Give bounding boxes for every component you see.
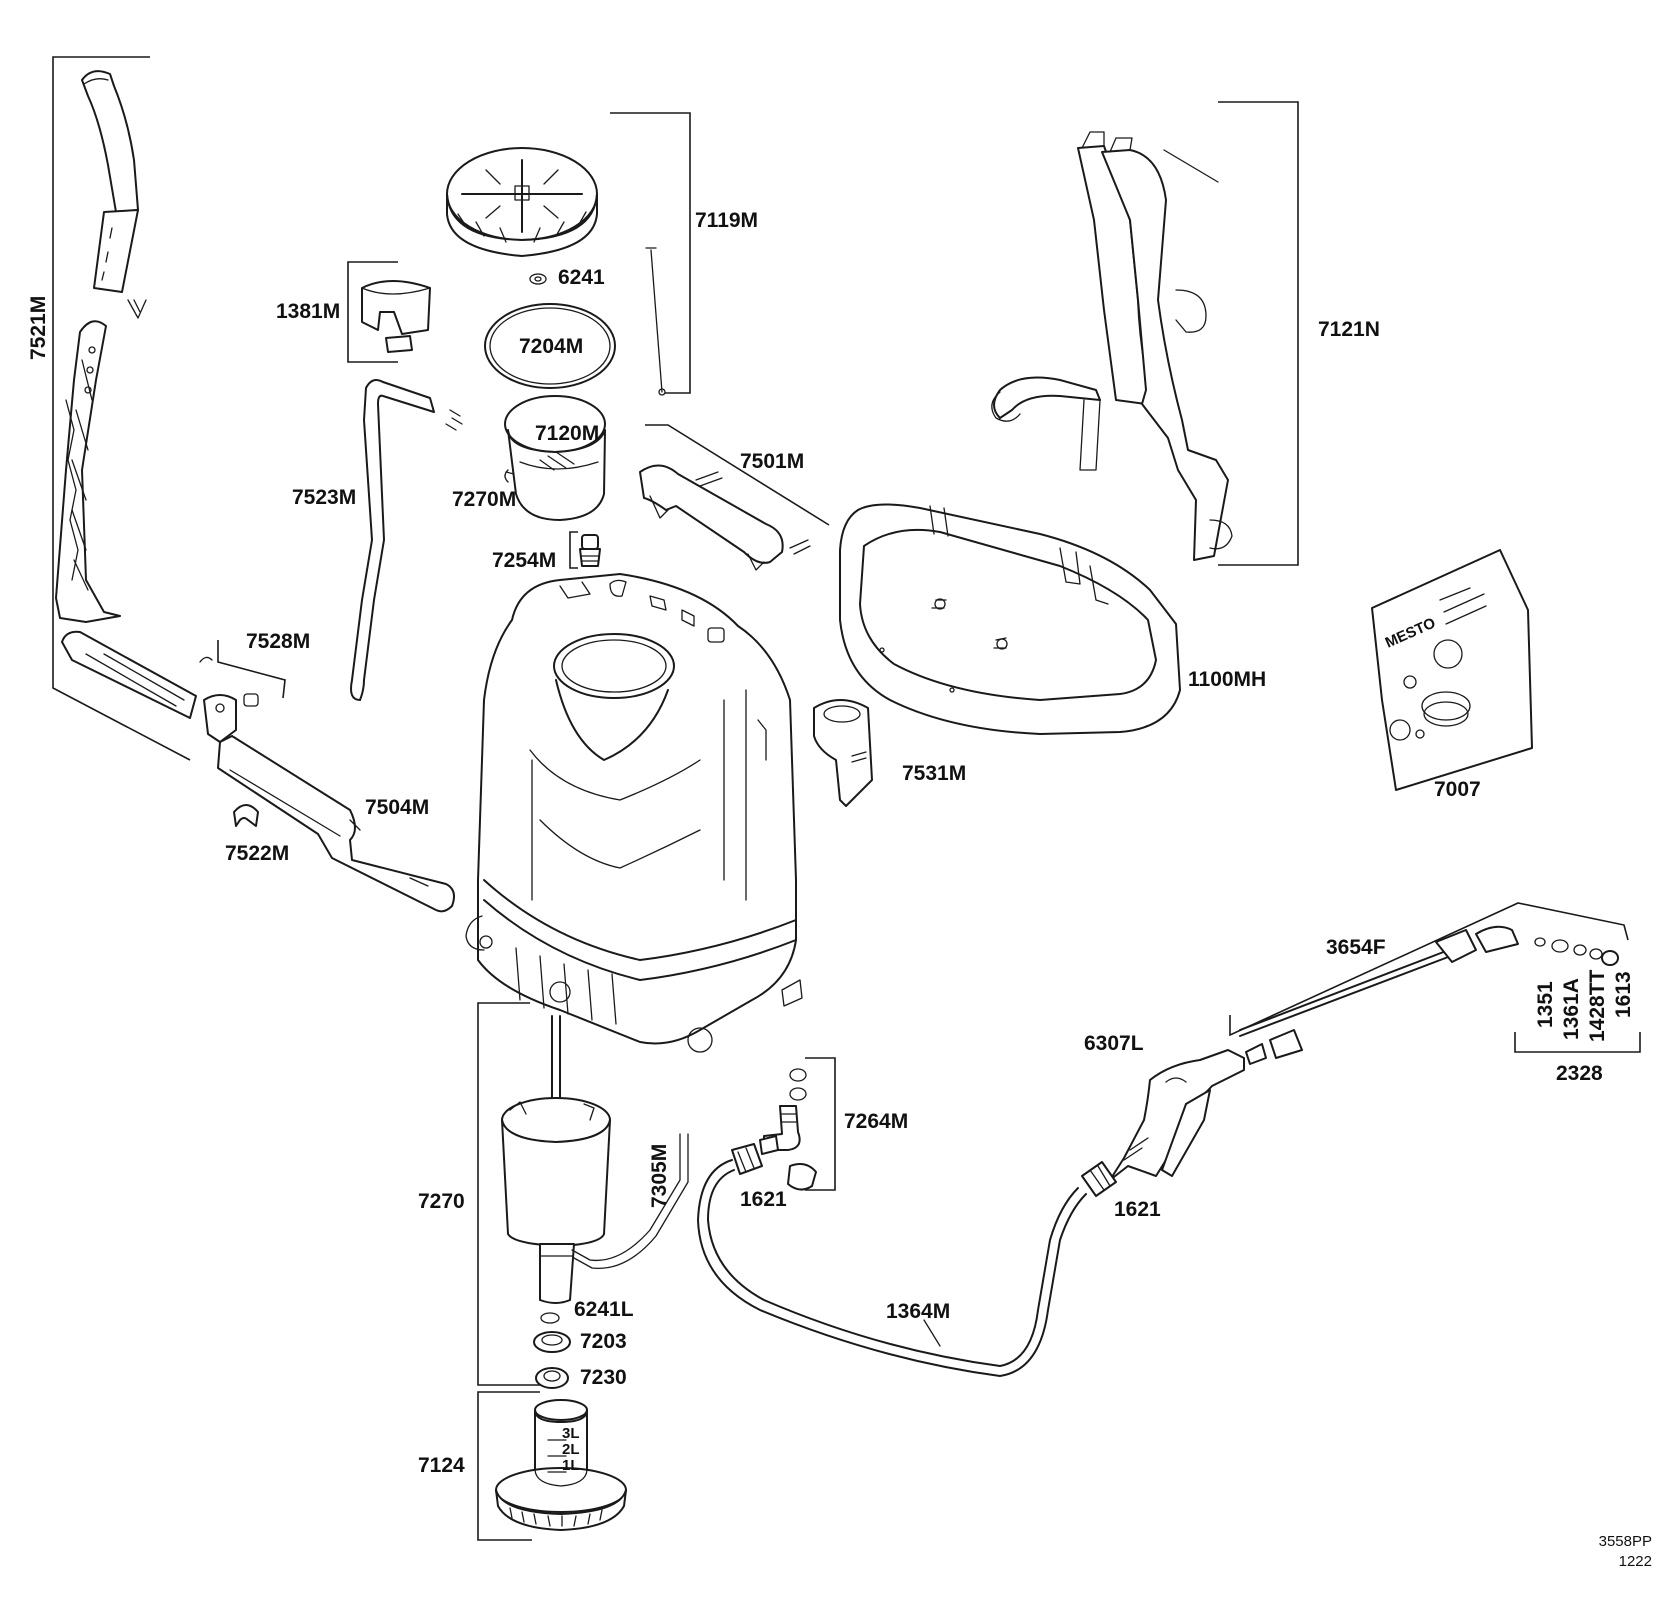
part-7270-pump: [501, 1015, 689, 1324]
part-6307L-gun: [1109, 1029, 1303, 1181]
label-3654F: 3654F: [1326, 936, 1386, 959]
label-7270M: 7270M: [452, 488, 516, 511]
bracket-7119M: [610, 112, 691, 394]
part-7230-ring: [535, 1367, 569, 1389]
label-1100MH: 1100MH: [1188, 668, 1266, 691]
drawing-code: 3558PP: [1599, 1533, 1652, 1550]
measure-mark-3L: 3L: [562, 1425, 580, 1442]
bracket-7124: [477, 1391, 540, 1541]
part-3654F-wand: [1239, 925, 1519, 1037]
nozzle-parts: [1534, 937, 1619, 966]
label-7119M: 7119M: [695, 209, 758, 232]
part-7264M-connector: [759, 1068, 817, 1191]
measure-mark-1L: 1L: [562, 1457, 580, 1474]
label-7270: 7270: [418, 1190, 465, 1213]
bracket-2328: [1514, 1032, 1641, 1053]
bracket-7528M: [217, 640, 286, 699]
part-7007-seal-kit: MESTO: [1371, 549, 1533, 791]
label-7124: 7124: [418, 1454, 465, 1477]
part-7501M-carry-handle: [639, 464, 811, 571]
bracket-1381M: [347, 261, 398, 363]
part-7254M-valve: [579, 534, 601, 567]
label-1351: 1351: [1534, 981, 1557, 1028]
part-1621-nut-a: [731, 1143, 763, 1175]
bracket-7254M: [569, 531, 578, 569]
part-7120M-strainer: [504, 395, 606, 521]
label-7305M: 7305M: [648, 1144, 671, 1208]
part-1364M-hose: [697, 1159, 1087, 1377]
label-7528M: 7528M: [246, 630, 310, 653]
part-7121N-straps: [991, 131, 1233, 561]
label-7523M: 7523M: [292, 486, 356, 509]
label-1364M: 1364M: [886, 1300, 950, 1323]
part-1381M-clip: [361, 280, 431, 353]
label-7531M: 7531M: [902, 762, 966, 785]
part-7528M-pin: [199, 656, 259, 707]
part-7522M-clip: [233, 804, 259, 827]
part-1621-nut-b: [1081, 1161, 1117, 1197]
label-7120M: 7120M: [535, 422, 599, 445]
label-2328: 2328: [1556, 1062, 1603, 1085]
label-7203: 7203: [580, 1330, 627, 1353]
label-7204M: 7204M: [519, 335, 583, 358]
label-1621-b: 1621: [1114, 1198, 1161, 1221]
label-7007: 7007: [1434, 778, 1481, 801]
bracket-7270: [477, 1002, 545, 1386]
bracket-3654F: [1229, 902, 1629, 1037]
label-7230: 7230: [580, 1366, 627, 1389]
label-1381M: 1381M: [276, 300, 340, 323]
label-1361A: 1361A: [1560, 978, 1583, 1040]
drawing-date: 1222: [1619, 1553, 1652, 1570]
measure-mark-2L: 2L: [562, 1441, 580, 1458]
part-7523M-rod: [350, 379, 463, 701]
part-7124-cylinder: 3L 2L 1L: [495, 1399, 627, 1531]
label-6307L: 6307L: [1084, 1032, 1144, 1055]
bracket-7121N: [1218, 101, 1299, 566]
part-1100MH-belt: [839, 503, 1181, 735]
bracket-7501M: [645, 424, 830, 526]
part-7119M-lid: [446, 147, 666, 396]
label-7522M: 7522M: [225, 842, 289, 865]
bracket-7264M: [805, 1057, 836, 1191]
part-7531M-holder: [813, 699, 873, 807]
bracket-7521M: [52, 56, 191, 761]
label-1613: 1613: [1612, 971, 1635, 1018]
label-7521M: 7521M: [27, 296, 50, 360]
part-7521M-handle: [55, 70, 197, 719]
label-7254M: 7254M: [492, 549, 556, 572]
label-7264M: 7264M: [844, 1110, 908, 1133]
tank-body: [465, 573, 803, 1053]
label-7504M: 7504M: [365, 796, 429, 819]
label-1621-a: 1621: [740, 1188, 787, 1211]
part-6241-seal: [529, 273, 547, 285]
label-6241L: 6241L: [574, 1298, 634, 1321]
label-7121N: 7121N: [1318, 318, 1380, 341]
label-7501M: 7501M: [740, 450, 804, 473]
label-6241: 6241: [558, 266, 605, 289]
part-7204M-gasket: [484, 303, 616, 389]
label-1428TT: 1428TT: [1586, 969, 1609, 1042]
part-7504M-shaft: [203, 694, 455, 913]
part-7203-ring: [533, 1331, 571, 1353]
